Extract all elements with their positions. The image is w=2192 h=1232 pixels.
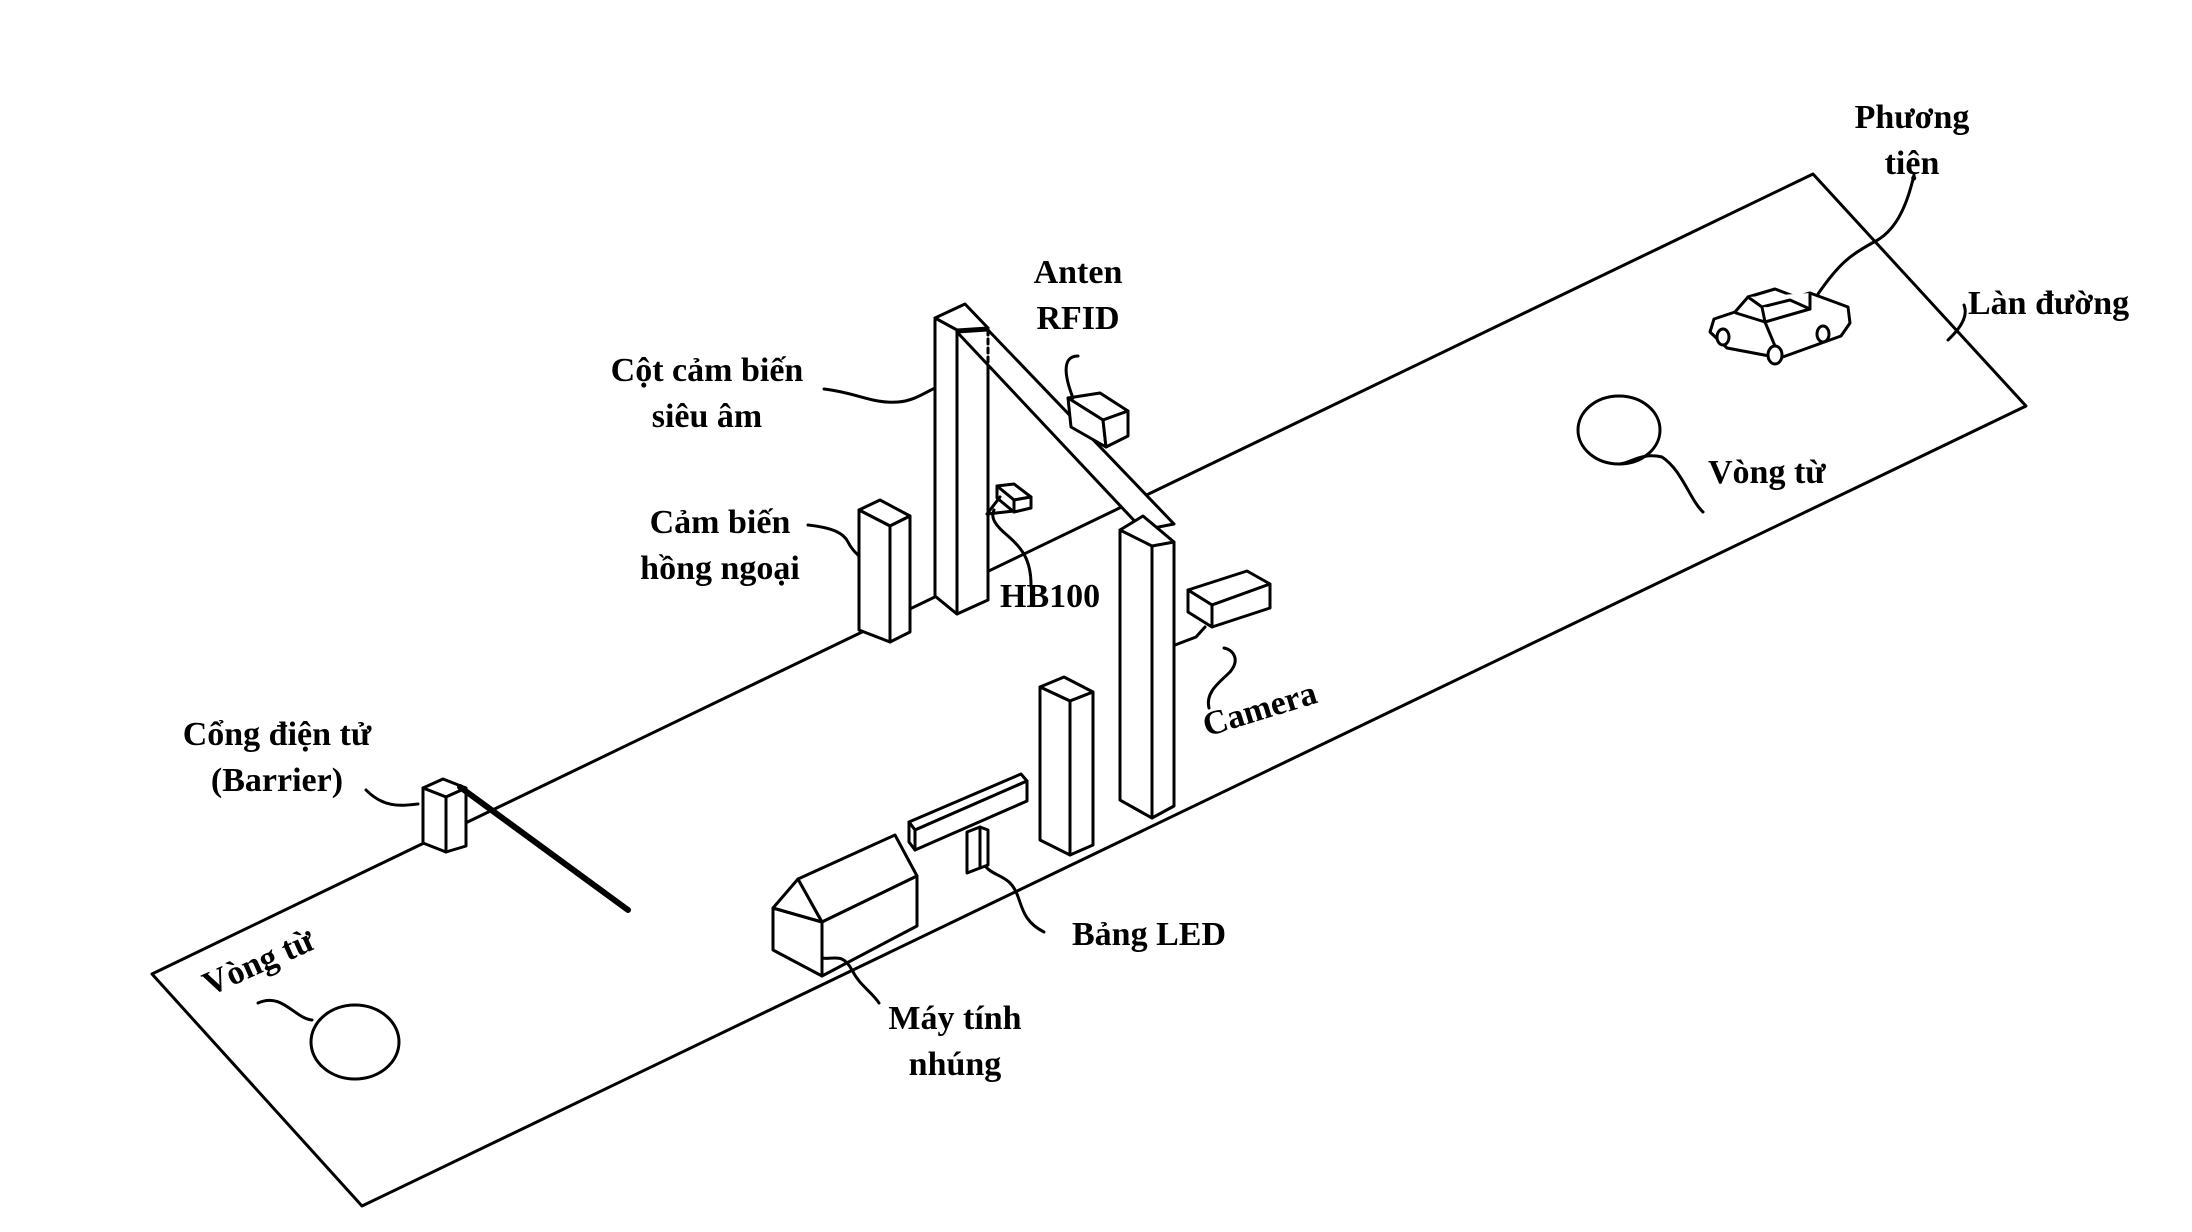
infrared-sensor-column xyxy=(857,498,912,644)
label-lane: Làn đường xyxy=(1968,285,2130,322)
ultrasonic-sensor-gantry xyxy=(933,302,1176,820)
label-led-board: Bảng LED xyxy=(1072,916,1226,953)
label-barrier: Cổng điện tử(Barrier) xyxy=(182,716,372,799)
leader-lines xyxy=(256,173,1967,1022)
sensor-column-2 xyxy=(1038,675,1095,857)
magnetic-loop-left xyxy=(309,1003,401,1081)
label-magnetic-loop-right: Vòng từ xyxy=(1708,454,1826,491)
hb100-module xyxy=(985,482,1033,516)
vehicle-car-icon xyxy=(1708,287,1852,366)
rfid-antenna-box xyxy=(1066,391,1130,449)
led-board xyxy=(907,772,1029,875)
camera-icon xyxy=(1173,569,1272,647)
barrier-gate xyxy=(421,777,631,913)
label-hb100: HB100 xyxy=(1000,578,1101,615)
embedded-computer xyxy=(771,833,919,978)
magnetic-loop-right xyxy=(1576,394,1662,466)
